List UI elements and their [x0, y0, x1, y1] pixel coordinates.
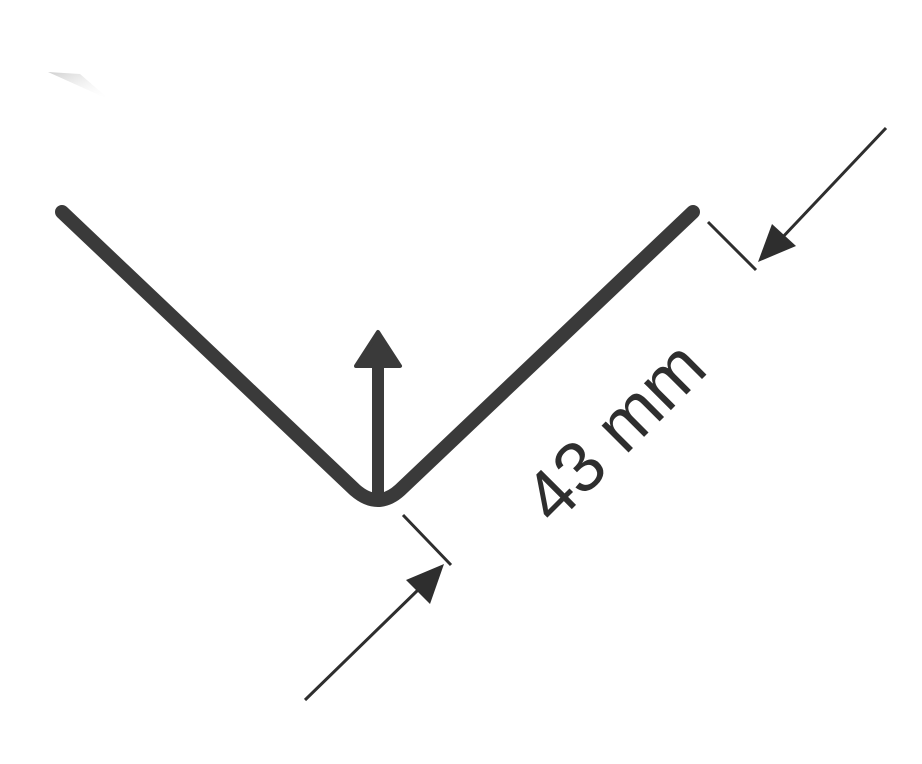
smudge-mark: [48, 72, 110, 100]
dimension-arrow-upper-icon: [758, 126, 888, 262]
dimension-extension-upper: [706, 220, 758, 272]
v-profile-outline: [55, 205, 700, 507]
up-arrow-icon: [354, 330, 402, 497]
dimension-arrow-lower-icon: [303, 564, 444, 702]
dimension-extension-lower: [401, 513, 453, 567]
